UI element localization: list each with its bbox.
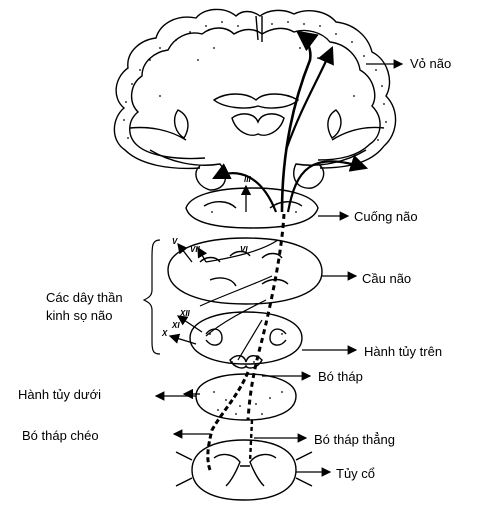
nerve-5-arrow <box>177 242 193 263</box>
lateral-fissure-right <box>331 126 385 141</box>
label-leaders <box>142 59 404 477</box>
pons-section <box>167 237 323 305</box>
label-lower-medulla: Hành tủy dưới <box>18 387 101 402</box>
midbrain-detail <box>203 201 303 209</box>
label-cranial-nerves-2: kinh sọ não <box>46 308 113 323</box>
cortex-outer-outline <box>113 8 397 170</box>
structure-labels: Vỏ não Cuống não Cầu não Các dây thần ki… <box>18 56 451 481</box>
lateral-ventricles <box>212 93 300 109</box>
nerve-7-label: VII <box>190 245 201 254</box>
descending-tract <box>246 213 286 421</box>
label-cortex: Vỏ não <box>410 56 451 71</box>
spinal-nerve-roots <box>175 451 313 487</box>
corticobulbar-fibers <box>199 239 279 361</box>
nerve-12-arrow <box>176 315 203 333</box>
pons-nuclei <box>199 250 289 287</box>
brainstem-sections <box>167 187 323 501</box>
upper-medulla-section <box>189 311 303 365</box>
temporal-lobe-right <box>293 149 367 189</box>
temporal-lobe-left <box>149 149 227 191</box>
lateral-fissure-left <box>129 126 187 141</box>
cortical-fiber-top <box>280 30 319 213</box>
label-crossed-pyramidal-tract: Bó tháp chéo <box>22 428 99 443</box>
basal-nuclei-left <box>173 109 189 139</box>
midbrain-section <box>185 187 319 229</box>
label-cervical-cord: Tủy cổ <box>336 466 375 481</box>
direct-tract <box>248 419 254 463</box>
cortex-inner-outline <box>129 27 381 161</box>
cerebral-cortex <box>113 8 397 191</box>
label-upper-medulla: Hành tủy trên <box>364 344 442 359</box>
nerve-7-arrow <box>197 246 208 263</box>
cranial-nerves-bracket <box>142 239 161 355</box>
label-pons: Cầu não <box>362 271 411 286</box>
cranial-nerve-arrows <box>168 184 252 400</box>
nerve-numerals: III V VI VII XII XI X <box>161 175 251 338</box>
nerve-3-label: III <box>244 175 251 184</box>
olive-right <box>269 328 287 346</box>
basal-nuclei-right <box>327 109 342 139</box>
crossed-tract <box>206 371 250 471</box>
nerve-12-label: XII <box>179 309 191 318</box>
nerve-10-label: X <box>161 329 168 338</box>
label-direct-pyramidal-tract: Bó tháp thẳng <box>314 432 395 447</box>
label-cerebral-peduncle: Cuống não <box>354 209 418 224</box>
nerve-5-label: V <box>172 237 178 246</box>
cortical-fiber-right <box>286 154 369 213</box>
thalamus <box>231 113 285 136</box>
longitudinal-fissure <box>255 15 263 42</box>
cervical-cord-section <box>191 439 297 501</box>
olive-left <box>205 328 223 346</box>
cortex-texture <box>123 21 387 141</box>
cortical-fiber-left <box>212 163 278 213</box>
cortical-fiber-upper-right <box>284 45 334 151</box>
cord-grey-matter <box>213 453 277 487</box>
nerve-11-arrow <box>168 333 197 345</box>
label-cranial-nerves-1: Các dây thần <box>46 290 123 305</box>
nerve-6-label: VI <box>240 245 248 254</box>
pyramids <box>229 355 263 369</box>
nerve-11-label: XI <box>171 321 180 330</box>
label-pyramid: Bó tháp <box>318 369 363 384</box>
brainstem-texture <box>209 211 297 415</box>
lower-medulla-section <box>195 373 297 421</box>
pyramidal-tract <box>199 30 369 471</box>
